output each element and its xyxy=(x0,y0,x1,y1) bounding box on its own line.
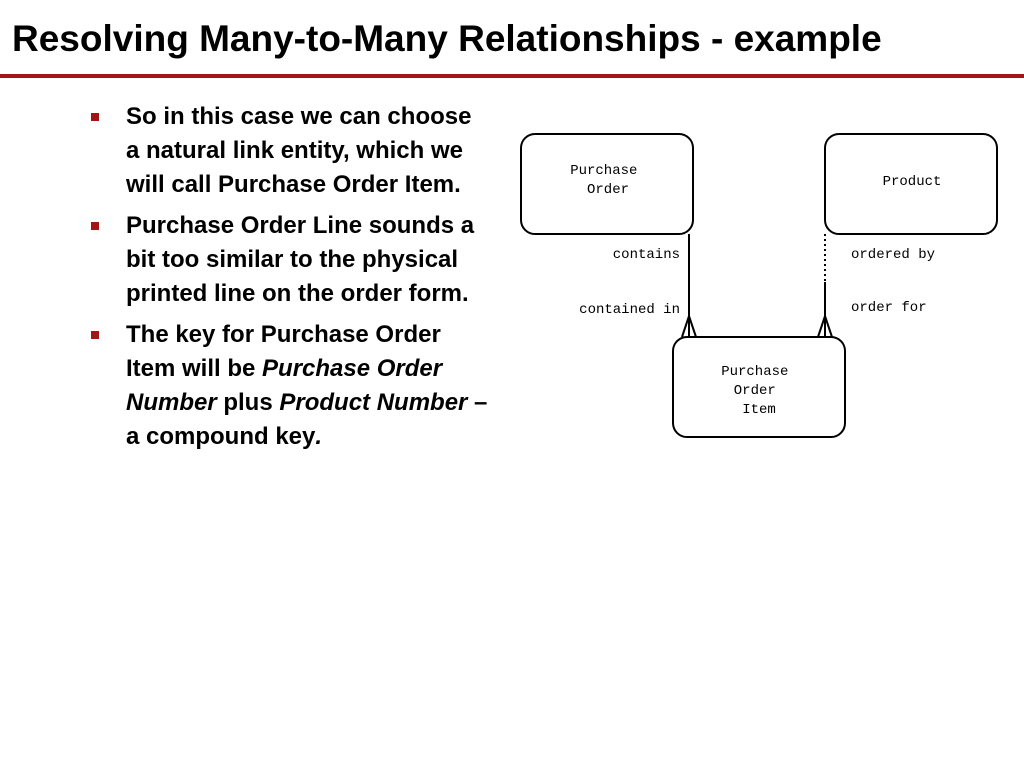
crows-foot-icon xyxy=(817,312,833,338)
entity-label-line: Item xyxy=(742,402,776,418)
bullet-italic-segment: Purchase Order Number xyxy=(126,355,443,416)
relationship-label-contained-in: contained in xyxy=(579,302,680,318)
entity-box-purchase-order-item xyxy=(672,336,846,438)
bullet-segment: plus xyxy=(216,389,280,416)
bullet-segment: The key for Purchase Order Item will be xyxy=(126,321,441,382)
relationship-label-order-for: order for xyxy=(851,300,927,316)
bullet-item: The key for Purchase Order Item will be … xyxy=(88,318,488,454)
bullet-item: So in this case we can choose a natural … xyxy=(88,100,488,202)
bullet-text: So in this case we can choose a natural … xyxy=(126,103,471,198)
relationship-label-contains: contains xyxy=(613,247,680,263)
bullet-segment: Purchase Order Line sounds a bit too sim… xyxy=(126,212,475,307)
entity-box-product xyxy=(824,133,998,235)
bullet-item: Purchase Order Line sounds a bit too sim… xyxy=(88,209,488,311)
square-bullet-icon xyxy=(91,331,99,339)
entity-label-line: Order xyxy=(734,383,776,399)
entity-label-line: Order xyxy=(587,182,629,198)
entity-label-purchase-order: Purchase Order xyxy=(570,163,646,198)
bullet-italic-segment: Product Number xyxy=(279,389,468,416)
entity-label-product: Product xyxy=(883,174,942,190)
entity-label-line: Purchase xyxy=(570,163,637,179)
square-bullet-icon xyxy=(91,222,99,230)
bullet-segment: – a compound key xyxy=(126,389,488,450)
bullet-text: The key for Purchase Order Item will be … xyxy=(126,321,487,450)
slide-title: Resolving Many-to-Many Relationships - e… xyxy=(12,18,882,59)
title-divider xyxy=(0,74,1024,78)
bullet-segment: So in this case we can choose a natural … xyxy=(126,103,472,198)
bullet-text: Purchase Order Line sounds a bit too sim… xyxy=(126,212,474,307)
crows-foot-icon xyxy=(681,312,697,338)
bullet-list: So in this case we can choose a natural … xyxy=(88,100,488,461)
entity-label-purchase-order-item: Purchase Order Item xyxy=(721,364,797,418)
entity-box-purchase-order xyxy=(520,133,694,235)
entity-label-line: Product xyxy=(883,174,942,190)
bullet-italic-segment: . xyxy=(315,423,323,450)
square-bullet-icon xyxy=(91,113,99,121)
relationship-label-ordered-by: ordered by xyxy=(851,247,935,263)
entity-label-line: Purchase xyxy=(721,364,788,380)
